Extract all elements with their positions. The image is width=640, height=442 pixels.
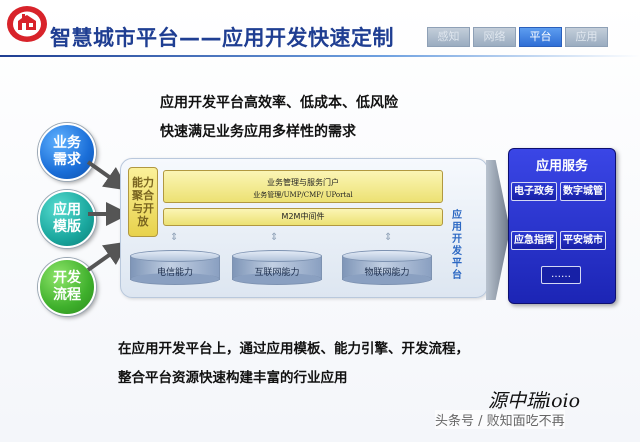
service-safe-city: 平安城市 (560, 231, 606, 250)
footer-line-2: 整合平台资源快速构建丰富的行业应用 (118, 370, 348, 386)
internet-capability-cylinder: 互联网能力 (232, 250, 322, 286)
business-requirement-circle: 业务 需求 (38, 123, 96, 181)
services-title: 应用服务 (535, 159, 588, 174)
platform-label: 应用开发平台 (452, 210, 462, 281)
input-arrows (86, 160, 130, 272)
logo-icon (7, 6, 47, 42)
arrow-from-process (86, 241, 129, 272)
telecom-capability-cylinder: 电信能力 (130, 250, 220, 286)
header-divider (0, 55, 640, 57)
footer-line-1: 在应用开发平台上，通过应用模板、能力引擎、开发流程， (118, 341, 469, 357)
cylinder-label: 互联网能力 (254, 268, 300, 278)
capability-aggregation-box: 能力聚合与开放 (128, 167, 158, 237)
tab-network[interactable]: 网络 (473, 27, 516, 47)
signature: 源中瑞ioio (488, 390, 581, 412)
cylinder-label: 物联网能力 (364, 268, 410, 278)
service-digital-city-management: 数字城管 (560, 182, 606, 201)
circle-label: 应用 模版 (53, 202, 81, 235)
link-arrow-icon: ⇕ (384, 232, 393, 243)
portal-title: 业务管理与服务门户 (267, 178, 339, 187)
service-emergency-command: 应急指挥 (511, 231, 557, 250)
layer-tabs: 感知 网络 平台 应用 (427, 27, 608, 47)
tab-perception[interactable]: 感知 (427, 27, 470, 47)
circle-label: 业务 需求 (53, 135, 81, 168)
m2m-middleware-bar: M2M中间件 (163, 208, 443, 226)
link-arrow-icon: ⇕ (270, 232, 279, 243)
headline-line-1: 应用开发平台高效率、低成本、低风险 (160, 95, 398, 111)
headline-line-2: 快速满足业务应用多样性的需求 (160, 124, 356, 140)
circle-label: 开发 流程 (53, 270, 81, 303)
portal-subtitle: 业务管理/UMP/CMP/ UPortal (253, 191, 353, 199)
tab-platform[interactable]: 平台 (519, 27, 562, 47)
tab-application[interactable]: 应用 (565, 27, 608, 47)
iot-capability-cylinder: 物联网能力 (342, 250, 432, 286)
link-arrow-icon: ⇕ (170, 232, 179, 243)
development-process-circle: 开发 流程 (38, 258, 96, 316)
service-portal-bar: 业务管理与服务门户 业务管理/UMP/CMP/ UPortal (163, 170, 443, 203)
service-more: …… (541, 266, 581, 284)
application-template-circle: 应用 模版 (38, 190, 96, 248)
service-e-government: 电子政务 (511, 182, 557, 201)
arrow-from-requirement (86, 160, 129, 191)
watermark: 头条号 / 败知面吃不再 (435, 410, 565, 429)
output-arrow-icon (486, 160, 510, 300)
page-title: 智慧城市平台——应用开发快速定制 (50, 26, 394, 50)
cylinder-label: 电信能力 (156, 268, 193, 278)
